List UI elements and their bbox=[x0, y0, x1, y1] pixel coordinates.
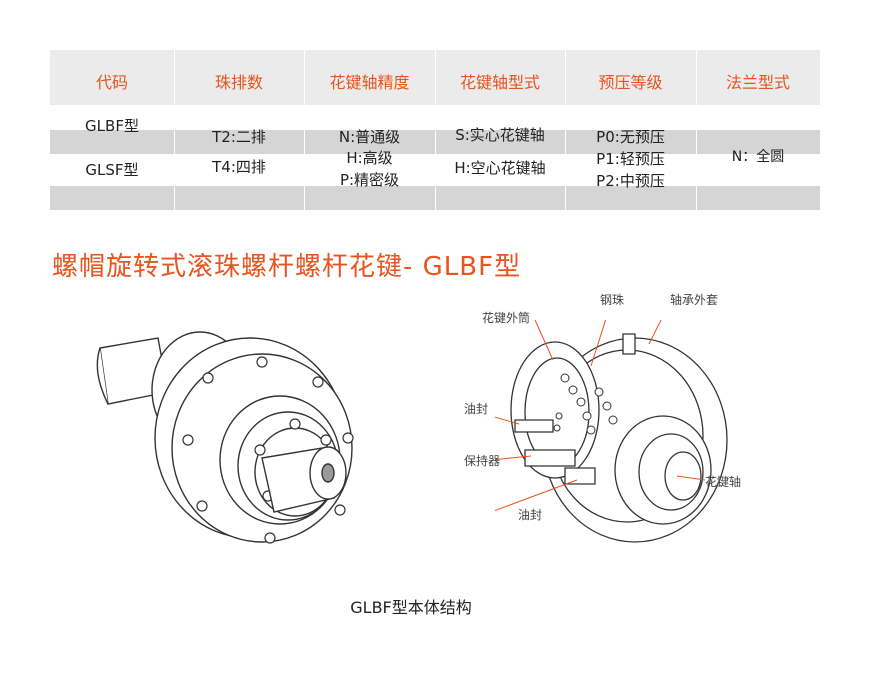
code-glbf: GLBF型 bbox=[85, 117, 139, 135]
preload-p1: P1:轻预压 bbox=[596, 150, 665, 168]
header-ball-rows: 珠排数 bbox=[214, 73, 263, 92]
label-oil-seal-bottom: 油封 bbox=[518, 508, 543, 522]
label-oil-seal-top: 油封 bbox=[464, 402, 489, 416]
header-flange: 法兰型式 bbox=[725, 73, 790, 92]
rows-t2: T2:二排 bbox=[212, 128, 266, 146]
label-spline-shaft: 花键轴 bbox=[705, 475, 742, 489]
spec-table: 代码 珠排数 花键轴精度 花键轴型式 预压等级 法兰型式 GLBF型 GLSF型… bbox=[50, 50, 820, 210]
spline-hollow: H:空心花键轴 bbox=[454, 159, 546, 177]
section-title: 螺帽旋转式滚珠螺杆螺杆花键- GLBF型 bbox=[52, 252, 522, 282]
product-illustration bbox=[96, 331, 354, 544]
header-preload: 预压等级 bbox=[598, 73, 663, 92]
code-glsf: GLSF型 bbox=[85, 161, 139, 179]
label-steel-ball: 钢珠 bbox=[600, 293, 625, 307]
label-outer-tube: 花键外筒 bbox=[482, 311, 531, 325]
label-bearing-sleeve: 轴承外套 bbox=[670, 293, 719, 307]
precision-p: P:精密级 bbox=[339, 171, 400, 189]
rows-t4: T4:四排 bbox=[212, 158, 266, 176]
preload-p0: P0:无预压 bbox=[596, 128, 665, 146]
header-precision: 花键轴精度 bbox=[329, 73, 410, 92]
spline-solid: S:实心花键轴 bbox=[455, 126, 545, 144]
figure-caption: GLBF型本体结构 bbox=[350, 598, 472, 617]
flange-n: N：全圆 bbox=[731, 149, 785, 165]
label-retainer: 保持器 bbox=[464, 454, 501, 468]
preload-p2: P2:中预压 bbox=[596, 172, 665, 190]
header-spline-type: 花键轴型式 bbox=[459, 73, 540, 92]
header-code: 代码 bbox=[95, 73, 128, 92]
cutaway-illustration bbox=[495, 320, 728, 543]
precision-h: H:高级 bbox=[346, 149, 393, 167]
precision-n: N:普通级 bbox=[338, 128, 401, 146]
